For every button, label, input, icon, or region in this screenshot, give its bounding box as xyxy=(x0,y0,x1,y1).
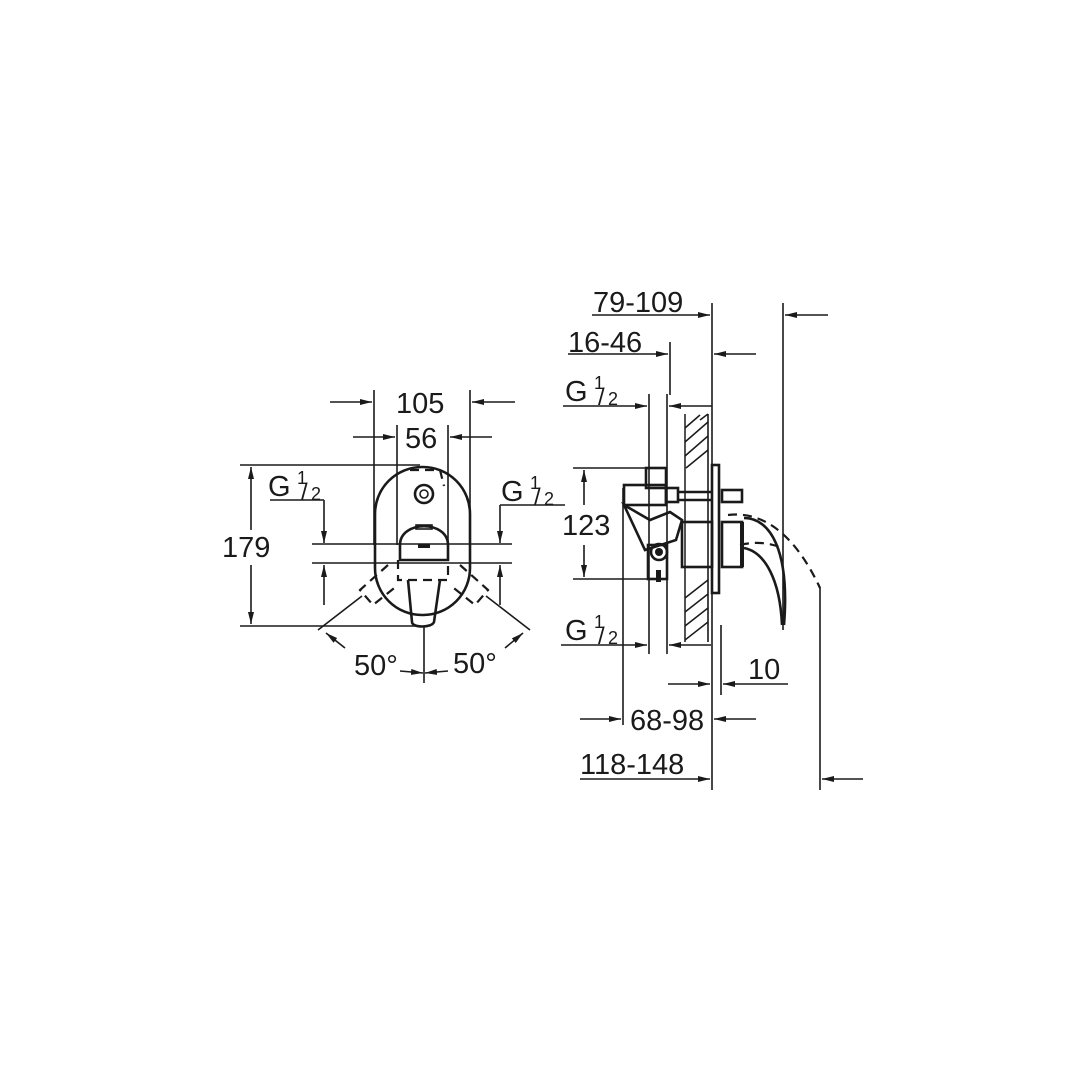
angle-label-right: 50° xyxy=(453,648,497,680)
wall-section xyxy=(684,413,709,642)
dimension-179: 179 xyxy=(222,464,420,627)
lever-trim-side xyxy=(720,513,821,626)
lever-handle xyxy=(406,579,442,628)
svg-text:/: / xyxy=(598,384,605,411)
escutcheon-plate xyxy=(373,465,472,617)
svg-text:G: G xyxy=(565,376,588,408)
diverter-knob xyxy=(413,483,435,505)
dim-label-79-109: 79-109 xyxy=(593,287,683,319)
svg-text:1: 1 xyxy=(594,612,604,632)
thread-label-top: G 1 / 2 xyxy=(563,373,712,411)
svg-text:2: 2 xyxy=(311,484,321,504)
dimension-10: 10 xyxy=(668,654,788,687)
svg-text:2: 2 xyxy=(544,489,554,509)
angle-dimension: 50° 50° xyxy=(317,595,531,683)
thread-label-bottom: G 1 / 2 xyxy=(561,612,711,650)
svg-text:G: G xyxy=(501,476,524,508)
thread-label-left: G 1 / 2 xyxy=(268,468,512,605)
svg-text:/: / xyxy=(598,623,605,650)
dimension-123: 123 xyxy=(562,467,650,580)
svg-text:G: G xyxy=(268,471,291,503)
svg-text:1: 1 xyxy=(530,473,540,493)
svg-text:1: 1 xyxy=(594,373,604,393)
dimension-16-46: 16-46 xyxy=(568,327,756,359)
dim-label-123: 123 xyxy=(562,510,610,542)
cartridge-housing xyxy=(398,524,450,562)
svg-text:2: 2 xyxy=(608,628,618,648)
dimension-56: 56 xyxy=(353,423,492,545)
svg-text:/: / xyxy=(301,479,308,506)
svg-text:/: / xyxy=(534,484,541,511)
dim-label-179: 179 xyxy=(222,532,270,564)
svg-text:G: G xyxy=(565,615,588,647)
svg-text:1: 1 xyxy=(297,468,307,488)
dim-label-68-98: 68-98 xyxy=(630,705,704,737)
dim-label-56: 56 xyxy=(405,423,437,455)
front-view: 105 56 179 G 1 / 2 xyxy=(222,388,565,683)
dim-label-118-148: 118-148 xyxy=(580,749,684,781)
valve-body xyxy=(621,466,744,582)
thread-label-right: G 1 / 2 xyxy=(497,473,565,605)
angle-label-left: 50° xyxy=(354,650,398,682)
svg-text:2: 2 xyxy=(608,389,618,409)
dimension-79-109: 79-109 xyxy=(592,287,828,319)
dim-label-10: 10 xyxy=(748,654,780,686)
dimension-118-148: 118-148 xyxy=(580,749,863,782)
dim-label-105: 105 xyxy=(396,388,444,420)
side-view: 79-109 16-46 G 1 / 2 123 G xyxy=(561,287,863,790)
dimension-68-98: 68-98 xyxy=(580,705,756,737)
